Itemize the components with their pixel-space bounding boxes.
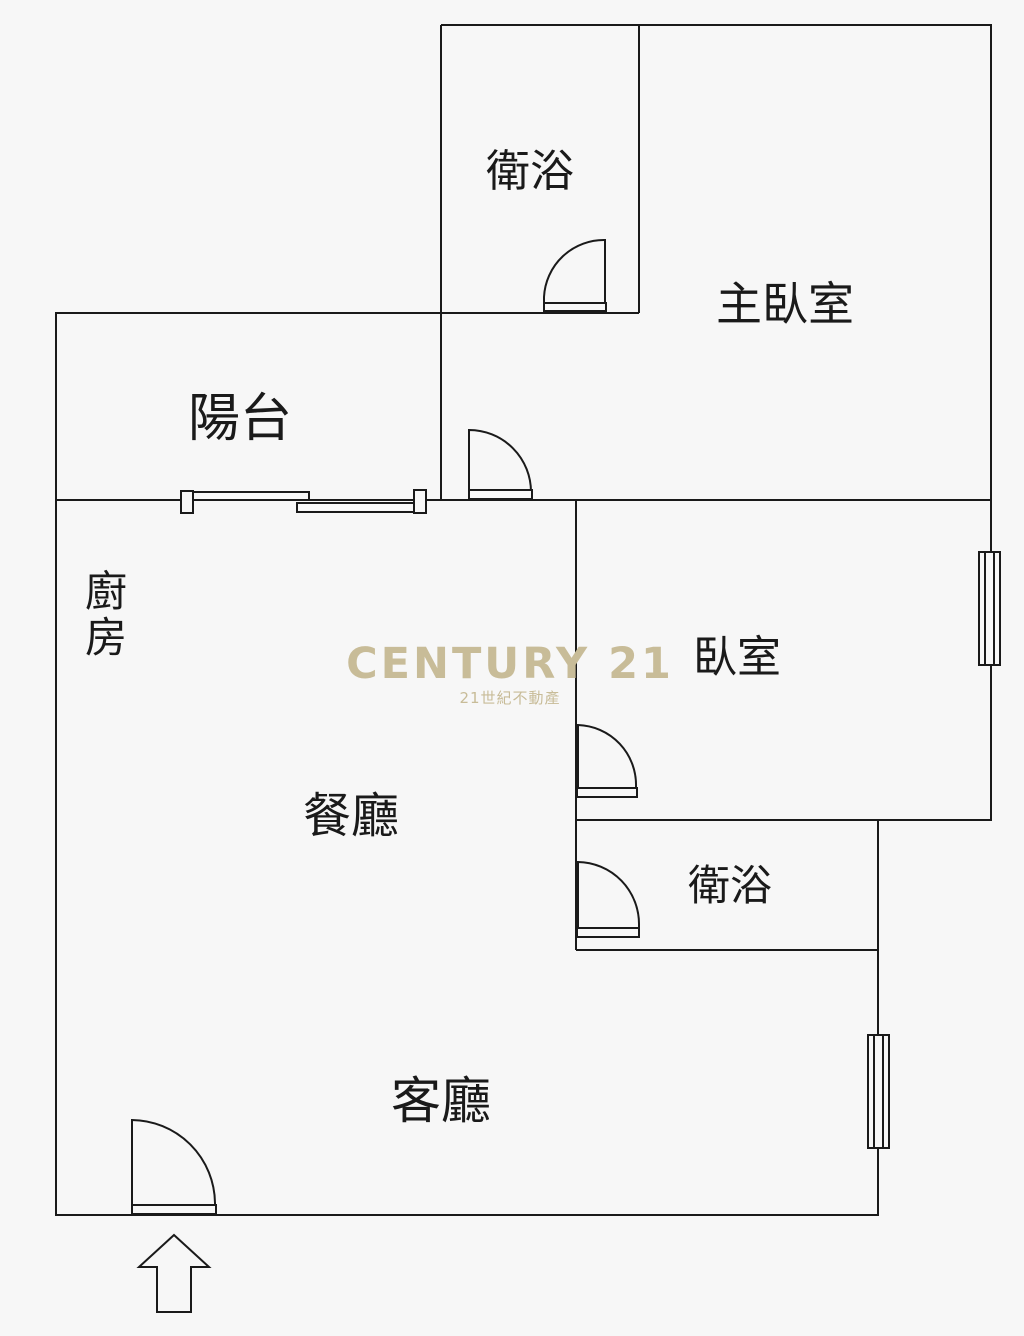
room-label-dining: 餐廳 [303, 788, 399, 844]
door-bath-top [543, 238, 607, 312]
window-bedroom [978, 551, 1001, 666]
window-living [867, 1034, 890, 1149]
room-label-balcony: 陽台 [188, 389, 292, 449]
room-label-living: 客廳 [391, 1072, 491, 1130]
door-entrance [131, 1118, 217, 1215]
door-bedroom [576, 723, 638, 798]
room-label-bedroom: 臥室 [693, 632, 781, 683]
century21-watermark: CENTURY 21 ® 21世紀不動產 [346, 639, 674, 707]
room-label-bath-bottom: 衛浴 [688, 861, 772, 910]
watermark-brand: CENTURY 21 [346, 639, 674, 689]
sliding-door-balcony [180, 489, 427, 514]
room-label-kitchen-char2: 房 [85, 613, 127, 662]
room-label-master-bedroom: 主臥室 [716, 277, 854, 331]
door-bath-bottom [576, 860, 641, 938]
room-label-bath-top: 衛浴 [486, 146, 574, 197]
door-master-bedroom [468, 428, 533, 500]
watermark-subtitle: 21世紀不動產 [459, 689, 560, 707]
entrance-arrow-icon [136, 1233, 212, 1313]
watermark-registered: ® [652, 664, 662, 675]
room-label-kitchen-char1: 廚 [85, 567, 127, 616]
outer-walls [55, 24, 992, 1216]
